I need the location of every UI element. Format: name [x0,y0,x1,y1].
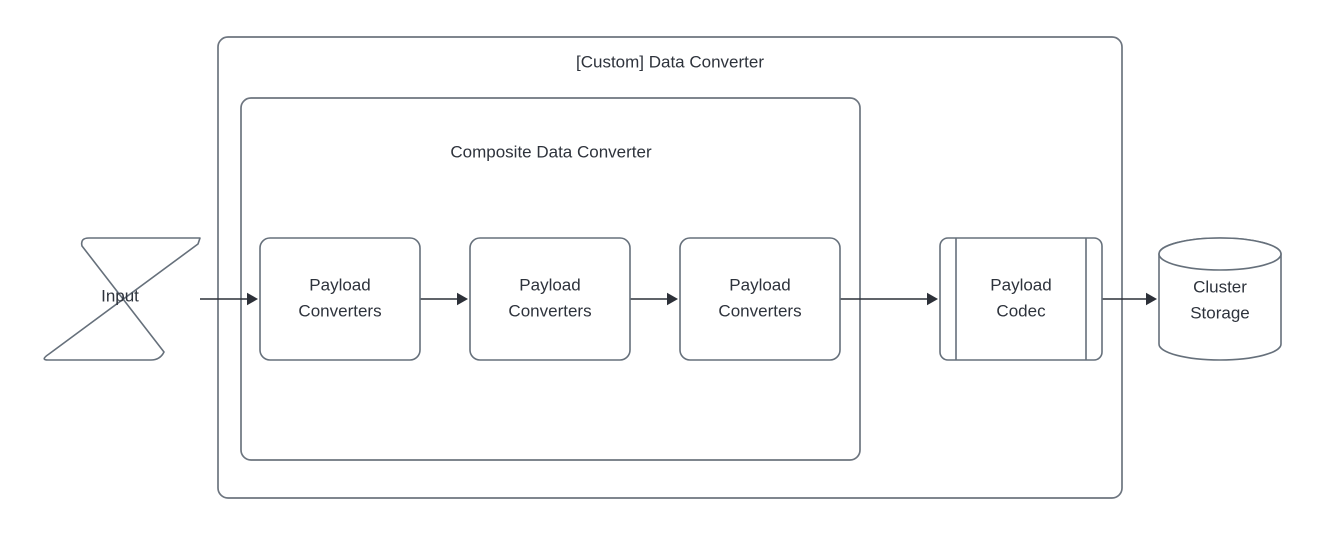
payload-converters-2-label: Payload [519,275,580,294]
container-composite-data-converter[interactable]: Composite Data Converter [240,97,861,461]
connector-input-to-pc1 [200,292,258,306]
custom-data-converter-box[interactable] [217,36,1123,499]
arrowhead-icon [247,292,258,306]
connector-codec-to-storage [1102,292,1157,306]
payload-converters-2-shape[interactable] [469,237,631,361]
payload-codec-label: Codec [996,301,1046,320]
arrowhead-icon [457,292,468,306]
container-custom-data-converter[interactable]: [Custom] Data Converter [217,36,1123,499]
input-shape[interactable] [43,237,201,361]
composite-data-converter-label: Composite Data Converter [450,142,652,161]
custom-data-converter-label: [Custom] Data Converter [576,52,764,71]
connector-pc1-to-pc2 [420,292,468,306]
input-label: Input [101,286,139,305]
payload-codec-shape[interactable] [939,237,1103,361]
payload-converters-3-label: Payload [729,275,790,294]
payload-converters-1-label: Converters [298,301,381,320]
payload-converters-1-shape[interactable] [259,237,421,361]
payload-converters-2-label: Converters [508,301,591,320]
cluster-storage-label: Storage [1190,303,1250,322]
cluster-storage-top-ellipse [1158,237,1282,271]
node-input[interactable]: Input [43,237,201,361]
payload-converters-3-shape[interactable] [679,237,841,361]
arrowhead-icon [927,292,938,306]
arrowhead-icon [1146,292,1157,306]
nodes-layer: InputPayloadConvertersPayloadConvertersP… [43,237,1282,361]
arrowhead-icon [667,292,678,306]
connector-pc2-to-pc3 [630,292,678,306]
composite-data-converter-box[interactable] [240,97,861,461]
connector-pc3-to-codec [840,292,938,306]
cluster-storage-label: Cluster [1193,277,1247,296]
connectors-layer [200,292,1157,306]
payload-converters-1-label: Payload [309,275,370,294]
payload-codec-label: Payload [990,275,1051,294]
payload-converters-3-label: Converters [718,301,801,320]
